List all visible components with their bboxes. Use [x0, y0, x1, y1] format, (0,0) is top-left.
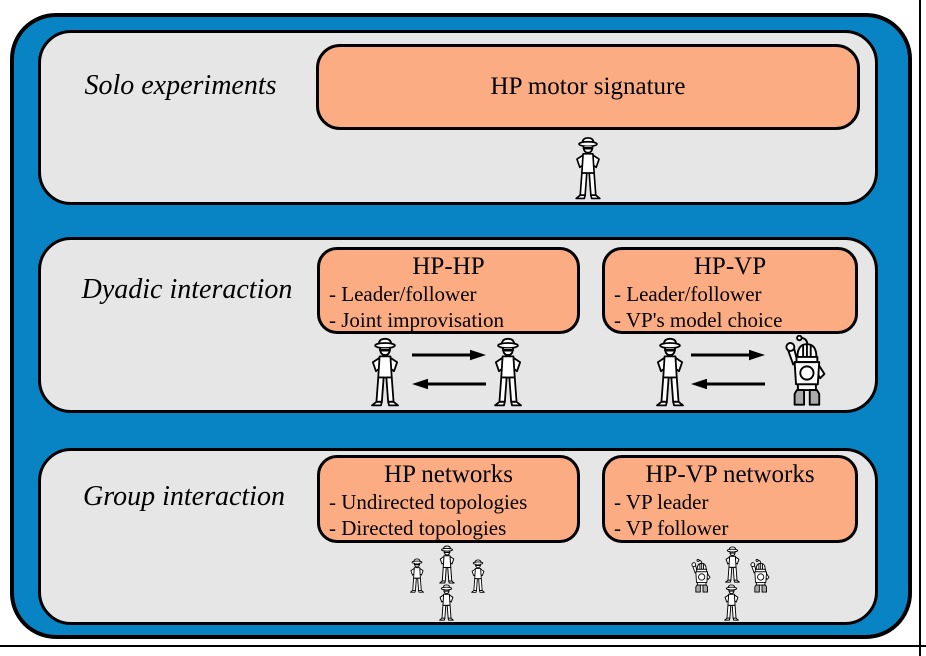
box-bullet: - Undirected topologies	[329, 490, 528, 514]
box-bullet: - Leader/follower	[614, 282, 762, 306]
box-bullet: - VP follower	[614, 516, 729, 540]
box-hp-vp-networks: HP-VP networks - VP leader - VP follower	[602, 455, 858, 543]
human-icon	[436, 584, 457, 622]
human-icon	[650, 337, 690, 409]
box-bullet: - VP leader	[614, 490, 709, 514]
box-title: HP-HP	[412, 253, 485, 280]
human-icon	[365, 337, 405, 409]
robot-icon	[747, 559, 773, 595]
robot-icon	[779, 335, 832, 411]
box-bullet: - Directed topologies	[329, 516, 507, 540]
human-icon	[468, 559, 488, 594]
box-title: HP-VP networks	[645, 461, 815, 488]
box-hp-hp: HP-HP - Leader/follower - Joint improvis…	[317, 247, 580, 334]
human-icon	[721, 584, 742, 622]
human-icon	[436, 545, 458, 585]
human-icon	[488, 337, 528, 409]
arrow-right-icon	[411, 349, 487, 361]
page-frame-bottom-edge	[0, 645, 926, 647]
box-bullet: - VP's model choice	[614, 308, 783, 332]
arrow-left-icon	[411, 378, 487, 390]
human-icon	[570, 136, 606, 202]
section-label-solo: Solo experiments	[84, 70, 277, 101]
section-label-dyadic: Dyadic interaction	[81, 274, 293, 305]
human-icon	[407, 558, 427, 594]
box-hp-networks: HP networks - Undirected topologies - Di…	[317, 455, 580, 543]
arrow-left-icon	[690, 378, 766, 390]
page-frame-right-edge	[919, 0, 921, 656]
box-hp-motor-signature: HP motor signature	[316, 44, 860, 130]
robot-icon	[688, 559, 714, 595]
arrow-right-icon	[690, 349, 766, 361]
box-title: HP-VP	[693, 253, 767, 280]
section-label-group: Group interaction	[83, 481, 285, 512]
box-bullet: - Joint improvisation	[329, 308, 504, 332]
box-title: HP networks	[384, 461, 513, 488]
box-bullet: - Leader/follower	[329, 282, 477, 306]
human-icon	[722, 546, 743, 584]
box-title: HP motor signature	[490, 73, 686, 100]
box-hp-vp: HP-VP - Leader/follower - VP's model cho…	[602, 247, 858, 334]
